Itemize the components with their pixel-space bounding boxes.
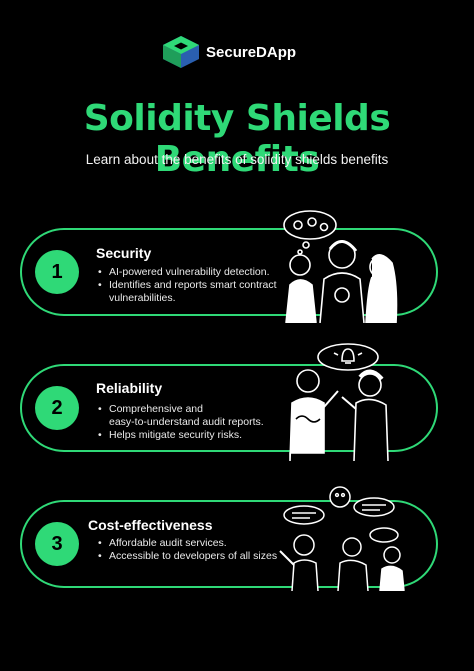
- bullet-item: Comprehensive and: [98, 403, 264, 416]
- bullet-item: AI-powered vulnerability detection.: [98, 266, 277, 279]
- cube-logo-icon: [163, 36, 199, 68]
- card-title: Reliability: [96, 380, 163, 396]
- bullet-list: AI-powered vulnerability detection. Iden…: [98, 266, 277, 305]
- card-title: Security: [96, 245, 152, 261]
- page-subtitle: Learn about the benefits of solidity shi…: [85, 152, 389, 167]
- bullet-continuation: vulnerabilities.: [109, 292, 176, 304]
- step-badge: 1: [35, 250, 79, 294]
- benefit-card-security: 1 Security AI-powered vulnerability dete…: [20, 228, 438, 316]
- bullet-item: Affordable audit services.: [98, 537, 277, 550]
- team-thinking-illustration: [283, 210, 398, 323]
- benefit-card-reliability: 2 Reliability Comprehensive and easy-to-…: [20, 364, 438, 452]
- page-title: Solidity Shields Benefits: [83, 98, 391, 180]
- group-discussion-illustration: [279, 486, 405, 591]
- bullet-item: Helps mitigate security risks.: [98, 429, 264, 442]
- benefit-card-cost-effectiveness: 3 Cost-effectiveness Affordable audit se…: [20, 500, 438, 588]
- brand-logo: SecureDApp: [162, 35, 296, 69]
- idea-discussion-illustration: [289, 343, 389, 461]
- step-badge: 2: [35, 386, 79, 430]
- bullet-list: Comprehensive and easy-to-understand aud…: [98, 403, 264, 442]
- bullet-list: Affordable audit services. Accessible to…: [98, 537, 277, 563]
- brand-name: SecureDApp: [206, 43, 297, 61]
- bullet-item: Accessible to developers of all sizes: [98, 550, 277, 563]
- bullet-item: Identifies and reports smart contract: [98, 279, 277, 292]
- card-title: Cost-effectiveness: [88, 517, 213, 533]
- step-badge: 3: [35, 522, 79, 566]
- bullet-continuation: easy-to-understand audit reports.: [109, 416, 264, 428]
